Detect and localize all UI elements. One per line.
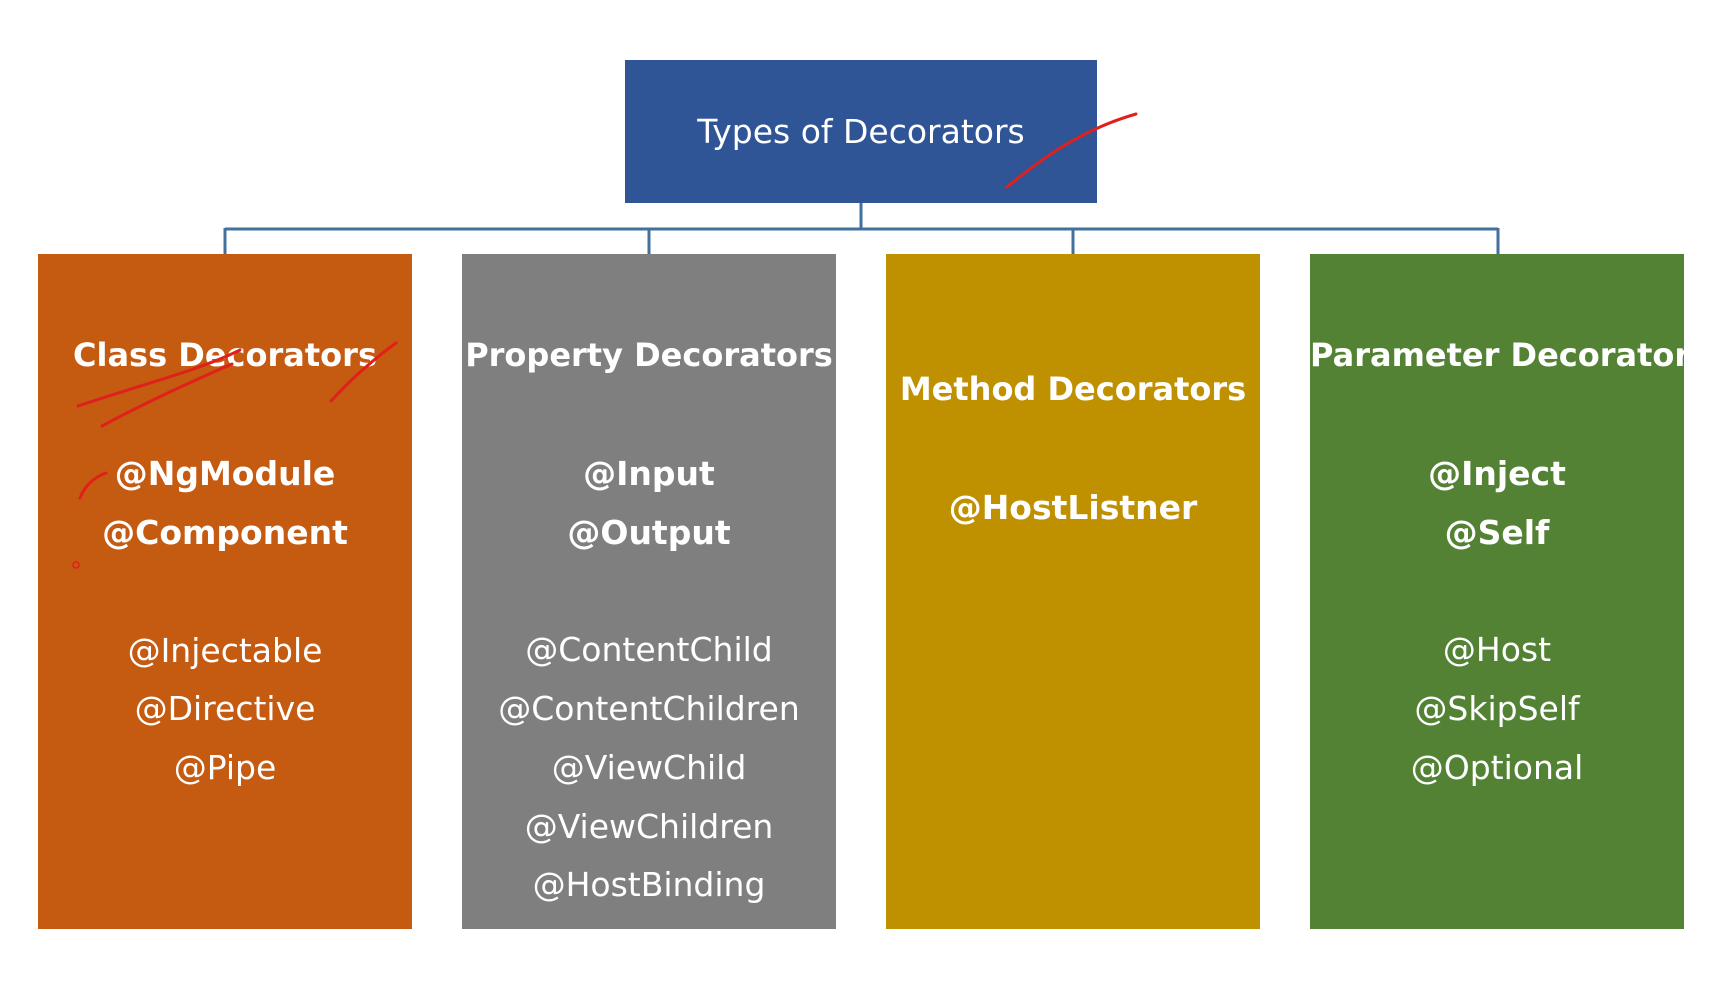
root-node: Types of Decorators xyxy=(625,60,1097,203)
parameter-decorators-box: Parameter Decorators @Inject @Self @Host… xyxy=(1310,254,1710,929)
class-decorator-item: @Injectable xyxy=(127,631,323,670)
parameter-decorator-item: @Optional xyxy=(1410,748,1584,787)
property-decorator-item: @ViewChildren xyxy=(524,807,774,846)
class-decorators-title: Class Decorators xyxy=(73,336,377,374)
class-decorator-item: @Directive xyxy=(134,689,316,728)
method-decorators-title: Method Decorators xyxy=(899,370,1247,408)
root-label: Types of Decorators xyxy=(697,112,1025,151)
parameter-decorator-item: @Self xyxy=(1444,513,1550,552)
class-decorator-item: @NgModule xyxy=(114,454,336,493)
method-decorator-item: @HostListner xyxy=(948,488,1198,527)
parameter-decorator-item: @Host xyxy=(1442,630,1552,669)
property-decorator-item: @ViewChild xyxy=(551,748,747,787)
property-decorator-item: @Input xyxy=(583,454,715,493)
property-decorator-item: @HostBinding xyxy=(532,865,766,904)
class-decorator-item: @Component xyxy=(102,513,348,552)
parameter-decorator-item: @SkipSelf xyxy=(1414,689,1580,728)
class-decorators-box: Class Decorators @NgModule @Component @I… xyxy=(38,254,412,929)
class-decorator-item: @Pipe xyxy=(173,748,277,787)
property-decorator-item: @Output xyxy=(567,513,731,552)
property-decorators-title: Property Decorators xyxy=(465,336,833,374)
property-decorators-box: Property Decorators @Input @Output @Cont… xyxy=(462,254,836,929)
property-decorator-item: @ContentChildren xyxy=(498,689,800,728)
method-decorators-box: Method Decorators @HostListner xyxy=(886,254,1260,929)
parameter-decorators-title: Parameter Decorators xyxy=(1310,336,1710,374)
property-decorator-item: @ContentChild xyxy=(525,630,773,669)
parameter-decorator-item: @Inject xyxy=(1428,454,1566,493)
